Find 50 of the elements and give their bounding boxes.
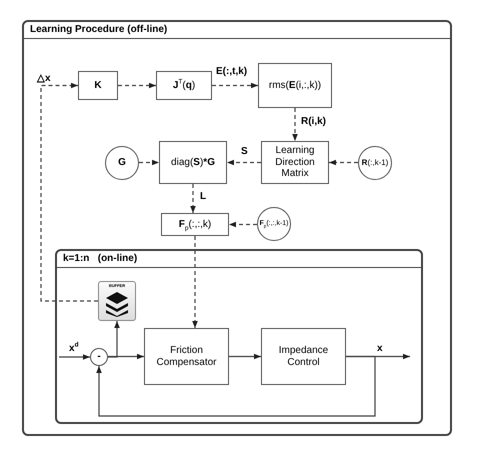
process-box (144, 328, 229, 385)
edge-label: E(:,t,k) (215, 66, 248, 77)
arrow (40, 82, 98, 302)
arrow (212, 82, 258, 88)
arrow (292, 108, 298, 141)
box-label: rms(E(i,:,k)) (268, 80, 322, 92)
frame-panel (55, 249, 423, 424)
box-label: - (96, 351, 102, 363)
arrow (118, 82, 156, 88)
frame-title: Learning Procedure (off-line) (24, 22, 450, 39)
edge-label: R(i,k) (300, 116, 327, 127)
arrow (108, 321, 120, 358)
box-label: J$^{T}$(q) (172, 80, 196, 92)
process-box (156, 71, 212, 100)
process-box (159, 141, 227, 184)
summing-junction (90, 348, 108, 366)
box-label: F$_{p}$(:,:,k) (178, 218, 212, 230)
box-label: Impedance Control (278, 345, 330, 368)
edge-label: △x (36, 73, 52, 84)
frame-panel (22, 20, 452, 436)
process-box (161, 213, 229, 236)
arrow (190, 184, 196, 213)
input-circle (257, 207, 291, 241)
arrow (108, 354, 144, 360)
arrow (59, 354, 90, 360)
arrow (329, 160, 358, 166)
buffer-card (98, 281, 136, 321)
arrow (192, 236, 198, 328)
box-label: Friction Compensator (155, 345, 218, 368)
box-label: R(:,k-1) (360, 158, 390, 168)
edge-label: L (199, 191, 208, 202)
box-label: Learning Direction Matrix (274, 145, 316, 180)
arrow (229, 354, 261, 360)
box-label: diag(S)*G (170, 156, 216, 168)
process-box (258, 63, 332, 108)
input-circle (358, 146, 392, 180)
input-circle (105, 146, 139, 180)
edge-label: x (376, 343, 384, 354)
process-box (78, 71, 118, 100)
process-box (261, 328, 346, 385)
frame-title: k=1:n (on-line) (57, 251, 421, 268)
edge-label: x$^{d}$ (68, 343, 80, 354)
edge-label: S (240, 146, 249, 157)
arrow (96, 356, 376, 417)
box-label: K (93, 80, 103, 92)
box-label: G (117, 157, 127, 169)
arrow (139, 160, 159, 166)
process-box (261, 141, 329, 184)
arrow (229, 222, 257, 228)
arrow (227, 160, 261, 166)
